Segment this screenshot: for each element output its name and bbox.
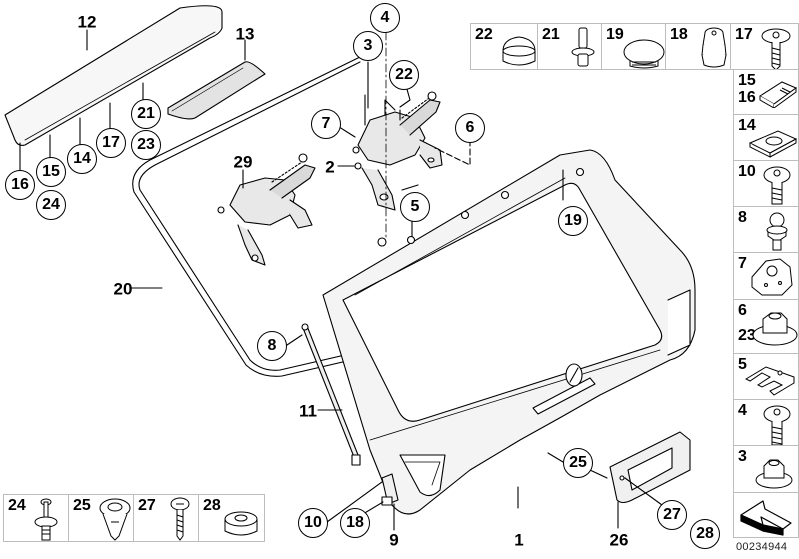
part-number: 24 — [8, 497, 26, 514]
part-cell-15-16[interactable]: 15 16 — [733, 69, 799, 115]
shim-icon — [744, 366, 795, 396]
part-cell-28[interactable]: 28 — [198, 494, 265, 542]
part-cell-8[interactable]: 8 — [733, 206, 799, 253]
callout-16[interactable]: 16 — [5, 170, 35, 200]
part-cell-21[interactable]: 21 — [537, 23, 602, 70]
part-number: 15 — [738, 72, 756, 89]
part-cell-10[interactable]: 10 — [733, 160, 799, 207]
callout-12[interactable]: 12 — [77, 12, 97, 32]
spring-nut-icon — [748, 130, 798, 158]
hinge-left — [217, 153, 316, 266]
callout-28[interactable]: 28 — [690, 519, 720, 549]
part-cell-25[interactable]: 25 — [68, 494, 134, 542]
callout-25[interactable]: 25 — [563, 448, 593, 478]
tailgate-body — [322, 149, 696, 515]
callout-19[interactable]: 19 — [558, 206, 588, 236]
collar-nut-icon — [752, 312, 798, 346]
callout-11[interactable]: 11 — [299, 401, 317, 421]
part-cell-14[interactable]: 14 — [733, 114, 799, 161]
callout-6[interactable]: 6 — [455, 113, 485, 143]
callout-21[interactable]: 21 — [131, 99, 161, 129]
callout-24[interactable]: 24 — [36, 190, 66, 220]
callout-4[interactable]: 4 — [370, 3, 400, 33]
callout-5[interactable]: 5 — [400, 192, 430, 222]
buffer-icon — [224, 511, 258, 536]
expanding-rivet-icon — [34, 498, 58, 541]
screw-icon — [763, 405, 791, 446]
bracket — [381, 473, 399, 506]
part-cell-6-23[interactable]: 6 23 — [733, 299, 799, 354]
part-cell-7[interactable]: 7 — [733, 252, 799, 300]
part-cell-27[interactable]: 27 — [133, 494, 199, 542]
callout-26[interactable]: 26 — [609, 530, 629, 550]
part-cell-22[interactable]: 22 — [470, 23, 538, 70]
part-number: 22 — [475, 26, 493, 43]
part-number: 3 — [738, 448, 747, 465]
gas-strut — [301, 323, 361, 466]
callout-23[interactable]: 23 — [131, 130, 161, 160]
rear-spoiler — [4, 5, 223, 146]
bracket-icon — [751, 258, 793, 296]
part-cell-arrow — [733, 492, 799, 538]
callout-17[interactable]: 17 — [96, 128, 126, 158]
callout-29[interactable]: 29 — [233, 152, 253, 172]
part-number: 17 — [735, 26, 753, 43]
seal-strip — [167, 61, 266, 120]
screw-icon — [761, 28, 791, 71]
part-number: 21 — [542, 26, 560, 43]
callout-13[interactable]: 13 — [235, 24, 255, 44]
part-number: 25 — [73, 497, 91, 514]
part-number: 28 — [203, 497, 221, 514]
plate-bracket — [609, 431, 691, 504]
callout-20[interactable]: 20 — [113, 279, 133, 299]
callout-22[interactable]: 22 — [389, 60, 419, 90]
direction-arrow-icon — [740, 500, 792, 536]
part-number: 19 — [606, 26, 624, 43]
ball-stud-icon — [766, 212, 788, 251]
clip-nut-icon — [759, 81, 798, 108]
cap-icon — [502, 36, 536, 66]
plug-icon — [623, 39, 665, 69]
part-cell-3[interactable]: 3 — [733, 445, 799, 493]
part-number: 6 — [738, 302, 747, 319]
part-number: 14 — [738, 117, 756, 134]
callout-27[interactable]: 27 — [657, 500, 687, 530]
part-number: 5 — [738, 356, 747, 373]
callout-10[interactable]: 10 — [298, 508, 328, 538]
callout-8[interactable]: 8 — [257, 331, 287, 361]
callout-14[interactable]: 14 — [67, 144, 97, 174]
part-cell-19[interactable]: 19 — [601, 23, 666, 70]
part-number: 18 — [670, 26, 688, 43]
part-number: 8 — [738, 209, 747, 226]
part-number: 4 — [738, 402, 747, 419]
part-number-2: 23 — [738, 327, 756, 344]
callout-7[interactable]: 7 — [311, 109, 341, 139]
part-number: 7 — [738, 255, 747, 272]
hinge-right — [352, 91, 443, 211]
part-cell-18[interactable]: 18 — [665, 23, 731, 70]
part-number: 10 — [738, 163, 756, 180]
window-seal-frame — [132, 55, 413, 377]
clip-icon — [99, 498, 131, 541]
callout-2[interactable]: 2 — [325, 157, 335, 177]
part-cell-5[interactable]: 5 — [733, 353, 799, 400]
part-cell-17[interactable]: 17 — [730, 23, 799, 71]
part-number-2: 16 — [738, 89, 756, 106]
callout-15[interactable]: 15 — [36, 157, 66, 187]
part-cell-24[interactable]: 24 — [3, 494, 69, 542]
callout-3[interactable]: 3 — [353, 31, 383, 61]
screw-icon — [170, 497, 190, 541]
rubber-buffer-icon — [701, 27, 727, 68]
nut-icon — [755, 459, 793, 489]
document-id: 00234944 — [736, 541, 788, 553]
screw-icon — [763, 166, 791, 205]
callout-1[interactable]: 1 — [514, 530, 524, 550]
part-cell-4[interactable]: 4 — [733, 399, 799, 446]
stud-icon — [571, 27, 595, 67]
part-number: 27 — [138, 497, 156, 514]
callout-9[interactable]: 9 — [389, 530, 399, 550]
callout-18[interactable]: 18 — [340, 508, 370, 538]
